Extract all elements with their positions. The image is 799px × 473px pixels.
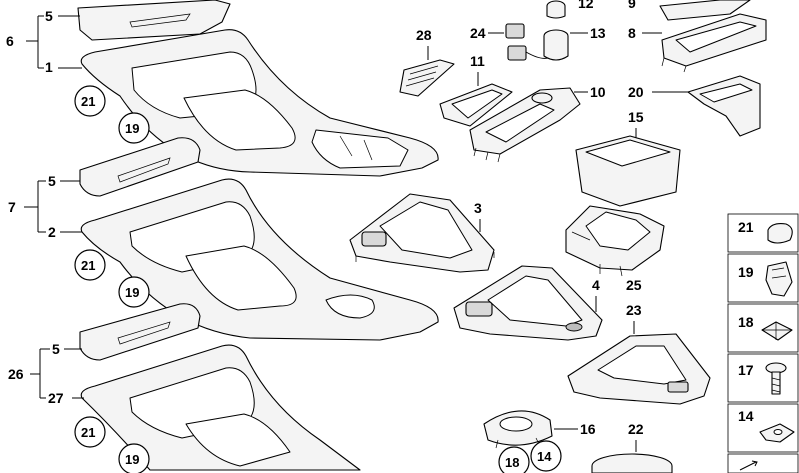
svg-text:4: 4 — [592, 277, 600, 293]
svg-text:16: 16 — [580, 421, 596, 437]
cover-lid-5-mid — [79, 137, 201, 197]
svg-text:20: 20 — [628, 84, 644, 100]
cover-lid-5-bottom — [79, 303, 201, 361]
label-6: 6 — [6, 33, 14, 49]
circled-label-21: 21 — [81, 94, 95, 109]
circled-label-21: 21 — [81, 425, 95, 440]
circled-label-18: 18 — [505, 455, 519, 470]
svg-text:15: 15 — [628, 109, 644, 125]
circled-label-19: 19 — [125, 285, 139, 300]
part-25-frame: 25 — [565, 205, 665, 293]
small-parts-sidebar: 21 19 18 17 14 — [727, 213, 799, 473]
svg-text:10: 10 — [590, 84, 606, 100]
part-22-knob: 22 — [591, 421, 673, 473]
trim-group-3 — [79, 303, 361, 471]
label-1: 1 — [45, 59, 53, 75]
svg-text:13: 13 — [590, 25, 606, 41]
circled-label-19: 19 — [125, 121, 139, 136]
svg-text:14: 14 — [738, 408, 754, 424]
label-26: 26 — [8, 366, 24, 382]
label-5: 5 — [52, 341, 60, 357]
svg-text:9: 9 — [628, 0, 636, 11]
cover-lid-5-top — [77, 0, 231, 41]
svg-text:17: 17 — [738, 362, 754, 378]
label-5: 5 — [45, 8, 53, 24]
svg-text:11: 11 — [470, 53, 485, 69]
clip-icon — [765, 261, 793, 297]
left-circle-callouts: 21 19 21 19 21 19 — [74, 85, 150, 473]
svg-text:12: 12 — [578, 0, 594, 11]
arrow-icon — [739, 460, 758, 471]
trim-group-1 — [77, 0, 439, 177]
svg-text:18: 18 — [738, 314, 754, 330]
svg-text:28: 28 — [416, 27, 432, 43]
svg-text:8: 8 — [628, 25, 636, 41]
part-4-bezel: 4 — [453, 265, 603, 341]
part-3-bezel: 3 — [349, 193, 495, 273]
part-11-10-insert: 11 10 — [439, 53, 606, 163]
svg-text:25: 25 — [626, 277, 642, 293]
part-16-ring: 16 18 14 — [483, 410, 596, 473]
part-23-bezel: 23 — [567, 302, 711, 405]
svg-text:22: 22 — [628, 421, 644, 437]
svg-text:23: 23 — [626, 302, 642, 318]
label-2: 2 — [48, 224, 56, 240]
svg-text:21: 21 — [738, 219, 754, 235]
left-callouts: 5 6 1 5 7 2 5 26 27 — [6, 8, 84, 406]
label-27: 27 — [48, 390, 64, 406]
svg-text:3: 3 — [474, 200, 482, 216]
trim-group-2 — [79, 137, 439, 341]
cap-icon — [767, 223, 793, 244]
circled-label-14: 14 — [537, 449, 552, 464]
part-8-tray: 9 8 — [628, 0, 767, 73]
part-15-bin: 15 — [575, 109, 681, 207]
circled-label-21: 21 — [81, 258, 95, 273]
part-24-13-connector: 24 12 13 — [470, 0, 606, 61]
part-28-pad: 28 — [399, 27, 455, 97]
svg-text:19: 19 — [738, 264, 754, 280]
part-20-holder: 20 — [628, 75, 761, 137]
label-7: 7 — [8, 199, 16, 215]
circled-label-19: 19 — [125, 452, 139, 467]
svg-text:24: 24 — [470, 25, 486, 41]
label-5: 5 — [48, 173, 56, 189]
